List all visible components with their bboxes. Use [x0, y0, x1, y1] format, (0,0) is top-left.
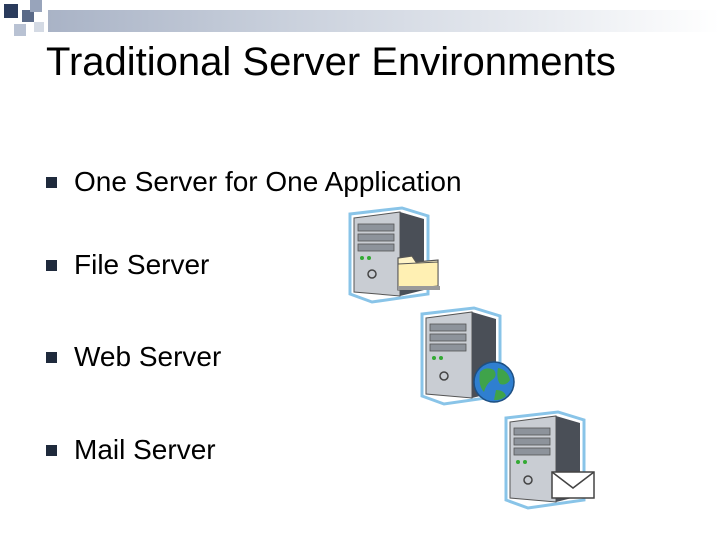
corner-square-faint — [34, 22, 44, 32]
web-server-icon — [420, 306, 515, 406]
bullet-item: Web Server — [46, 339, 221, 375]
square-bullet-icon — [46, 351, 57, 363]
decorative-header-band — [0, 0, 720, 40]
bullet-item: File Server — [46, 247, 209, 283]
corner-square-mid — [22, 10, 34, 22]
corner-square-light — [30, 0, 42, 12]
bullet-item: Mail Server — [46, 432, 216, 468]
bullet-item: One Server for One Application — [46, 164, 462, 200]
bullet-label: File Server — [74, 249, 210, 280]
bullet-label: Web Server — [74, 341, 222, 372]
corner-square-pale — [14, 24, 26, 36]
bullet-label: One Server for One Application — [74, 166, 462, 197]
slide-title: Traditional Server Environments — [46, 40, 616, 84]
mail-server-icon — [504, 410, 595, 510]
corner-square-dark — [4, 4, 18, 18]
bullet-label: Mail Server — [74, 434, 216, 465]
square-bullet-icon — [46, 444, 57, 456]
header-gradient-strip — [48, 10, 720, 32]
square-bullet-icon — [46, 176, 57, 188]
file-server-icon — [348, 206, 440, 304]
square-bullet-icon — [46, 259, 57, 271]
